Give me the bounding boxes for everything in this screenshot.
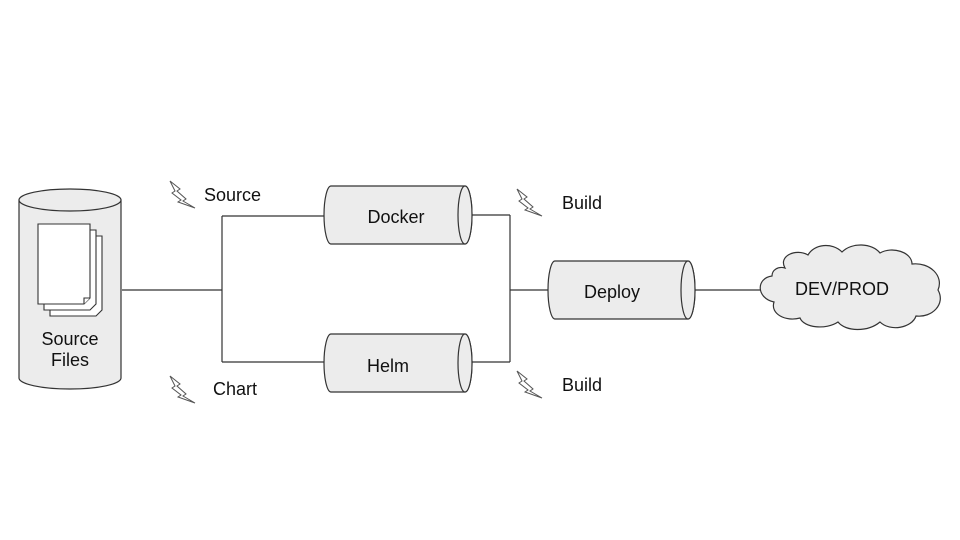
edge-label-source: Source	[204, 185, 261, 205]
source-files-label-line1: Source	[41, 329, 98, 349]
document-stack-icon	[37, 223, 103, 317]
cloud-icon	[759, 244, 941, 331]
edge-label-build-docker: Build	[562, 193, 602, 213]
environment-node: DEV/PROD	[759, 244, 941, 331]
docker-node: Docker	[323, 185, 473, 245]
docker-label: Docker	[367, 207, 424, 227]
deploy-label: Deploy	[584, 282, 640, 302]
helm-label: Helm	[367, 356, 409, 376]
lightning-icon	[516, 188, 543, 217]
source-files-label-line2: Files	[51, 350, 89, 370]
lightning-icon	[516, 370, 543, 399]
helm-node: Helm	[323, 333, 473, 393]
connectors	[122, 214, 762, 363]
helm-cylinder-end	[457, 333, 473, 393]
edge-label-build-helm: Build	[562, 375, 602, 395]
source-files-node: Source Files	[18, 188, 122, 390]
database-cylinder-top	[18, 188, 122, 212]
environment-label: DEV/PROD	[795, 279, 889, 299]
lightning-icon	[169, 375, 196, 404]
deploy-cylinder-end	[680, 260, 696, 320]
edge-label-chart: Chart	[213, 379, 257, 399]
docker-cylinder-end	[457, 185, 473, 245]
deploy-node: Deploy	[547, 260, 696, 320]
lightning-icon	[169, 180, 196, 209]
